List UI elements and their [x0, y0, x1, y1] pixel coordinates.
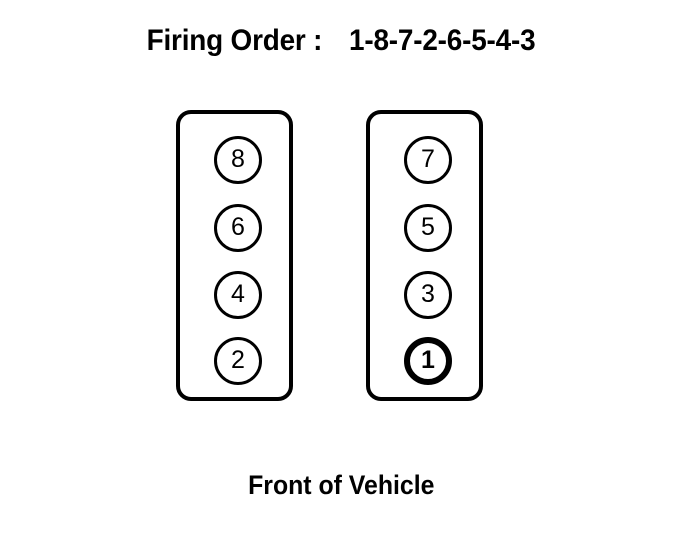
cylinder-number: 8: [231, 144, 245, 173]
cylinder-right-3: 3: [404, 271, 452, 319]
page-title: Firing Order : 1-8-7-2-6-5-4-3: [0, 24, 682, 58]
right-cylinder-bank: 7 5 3 1: [366, 110, 483, 401]
cylinder-number: 1: [421, 345, 435, 374]
cylinder-left-3: 4: [214, 271, 262, 319]
cylinder-number: 2: [231, 345, 245, 374]
cylinder-number: 6: [231, 212, 245, 241]
left-cylinder-stack: 8 6 4 2: [214, 132, 266, 392]
cylinder-number: 5: [421, 212, 435, 241]
firing-order-label: Firing Order :: [146, 24, 323, 57]
cylinder-right-1: 7: [404, 136, 452, 184]
cylinder-number: 3: [421, 279, 435, 308]
cylinder-right-4-highlighted: 1: [404, 337, 452, 385]
front-of-vehicle-caption: Front of Vehicle: [0, 470, 682, 500]
cylinder-number: 4: [231, 279, 245, 308]
firing-order-sequence: 1-8-7-2-6-5-4-3: [348, 24, 536, 57]
right-cylinder-stack: 7 5 3 1: [404, 132, 456, 392]
cylinder-left-4: 2: [214, 337, 262, 385]
cylinder-left-2: 6: [214, 204, 262, 252]
cylinder-right-2: 5: [404, 204, 452, 252]
cylinder-number: 7: [421, 144, 435, 173]
left-cylinder-bank: 8 6 4 2: [176, 110, 293, 401]
caption-label: Front of Vehicle: [247, 470, 435, 500]
cylinder-left-1: 8: [214, 136, 262, 184]
